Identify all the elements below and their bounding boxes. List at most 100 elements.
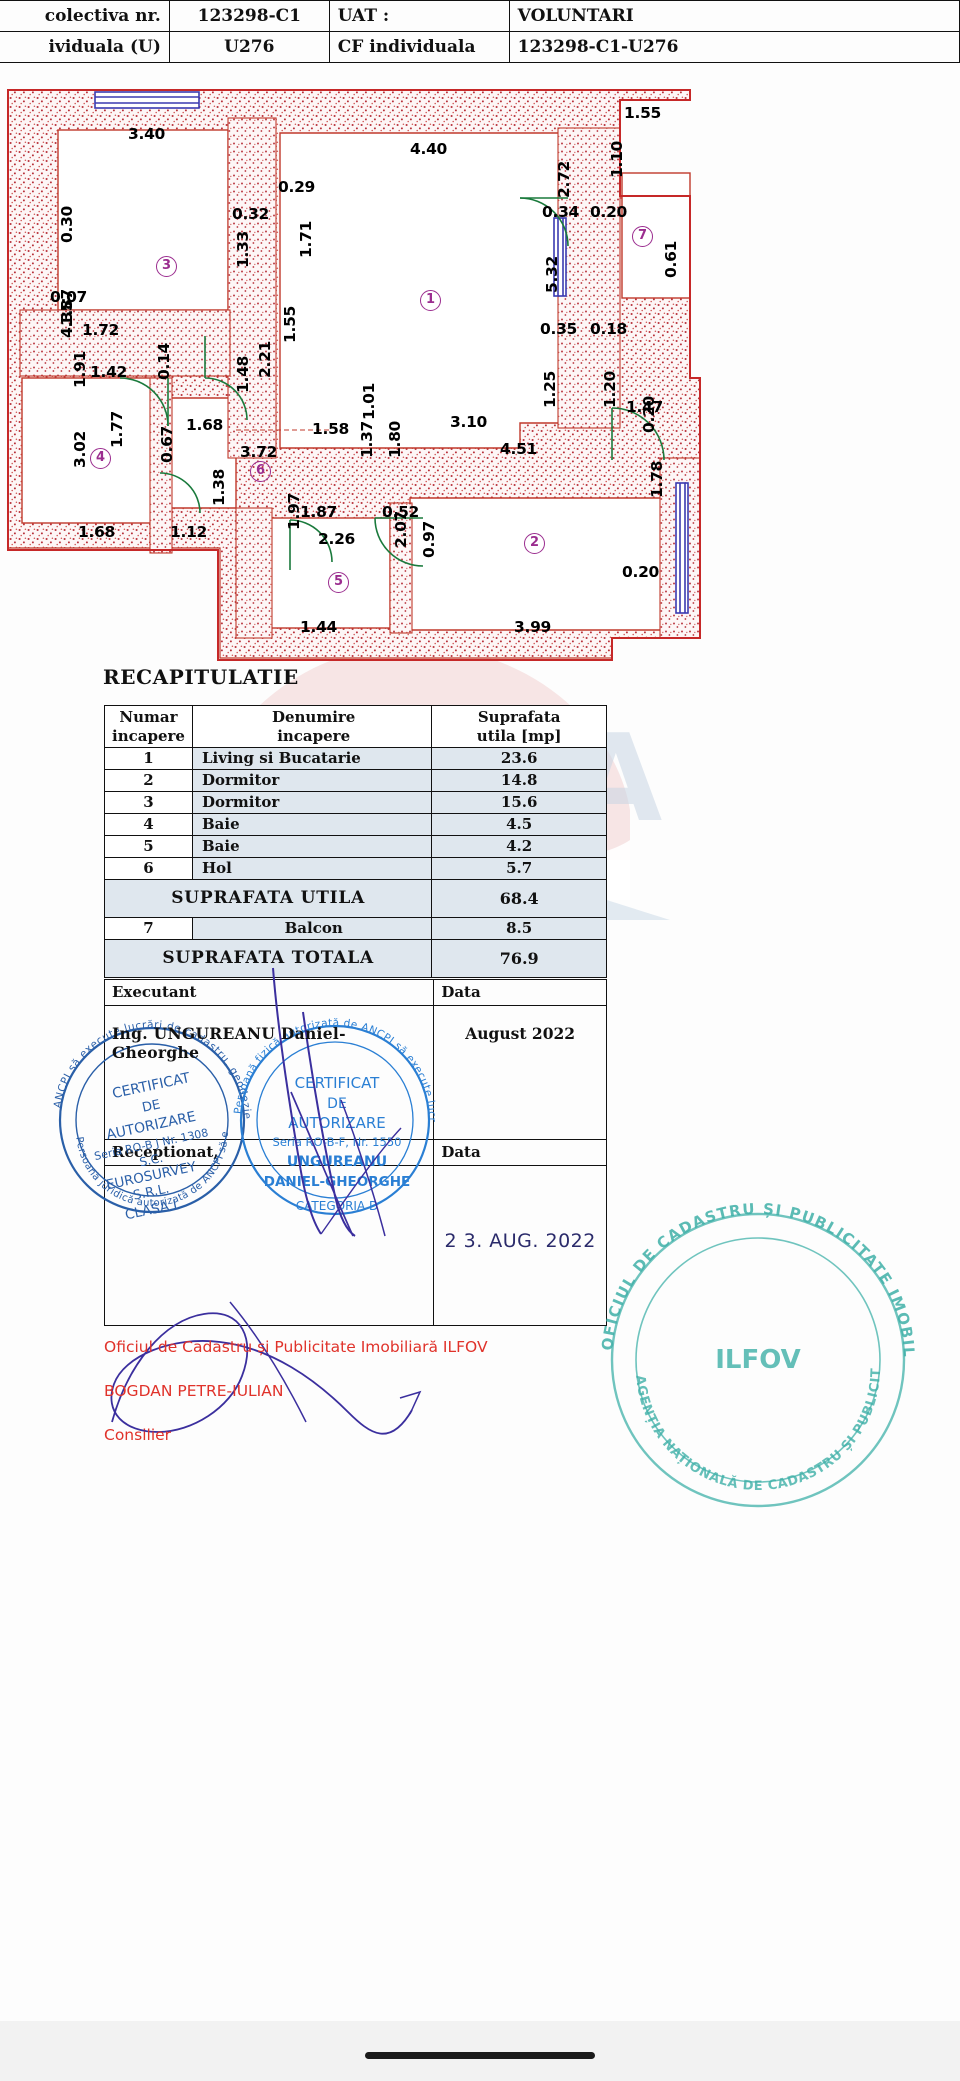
- header-cell-cf-colectiva-label: colectiva nr.: [0, 0, 170, 32]
- dim-1-77: 0.67: [158, 425, 176, 463]
- row-2-name: Dormitor: [191, 769, 433, 792]
- row-4-num: 4: [104, 813, 193, 836]
- dim-2-21: 5.32: [543, 255, 561, 293]
- row-5-name: Baie: [191, 835, 433, 858]
- dim-1-91: 1.48: [234, 355, 252, 393]
- room-number-5: 5: [328, 572, 349, 593]
- row-3-num: 3: [104, 791, 193, 814]
- row-7-num: 7: [104, 917, 193, 940]
- col-header-suprafata-l1: Suprafata: [477, 707, 561, 726]
- data-label-1: Data: [433, 979, 607, 1006]
- door-swing-room5b: [289, 519, 333, 563]
- dim-1-55: 1.25: [541, 370, 559, 408]
- table-row: 6 Hol 5.7: [104, 857, 607, 880]
- door-swing-room2: [611, 407, 665, 461]
- executant-label: Executant: [103, 979, 435, 1006]
- row-1-name: Living si Bucatarie: [191, 747, 433, 770]
- dim-1-97: 2.07: [392, 510, 410, 548]
- door-swing-balcony: [519, 197, 569, 247]
- receptionat-date: 2 3. AUG. 2022: [444, 1230, 596, 1252]
- door-swing-room4: [119, 377, 169, 427]
- stamp-teal-l3: ILFOV: [715, 1345, 801, 1375]
- dim-1-87: 2.21: [256, 340, 274, 378]
- table-row: ividuala (U) U276 CF individuala 123298-…: [0, 31, 960, 63]
- dim-1-38: 1.37: [358, 420, 376, 458]
- executant-date: August 2022: [465, 1024, 576, 1043]
- dim-0-20-right: 0.20: [622, 563, 660, 581]
- header-table: colectiva nr. 123298-C1 UAT : VOLUNTARI …: [0, 0, 960, 63]
- row-1-area: 23.6: [431, 747, 607, 770]
- row-7-name: Balcon: [191, 917, 433, 940]
- dim-1-20: 1.91: [71, 350, 89, 388]
- table-row: 4 Baie 4.5: [104, 813, 607, 836]
- dim-1-68-mid: 1.68: [186, 416, 224, 434]
- dim-0-67: 0.20: [640, 395, 658, 433]
- table-row: 1 Living si Bucatarie 23.6: [104, 747, 607, 770]
- total-value: 76.9: [431, 939, 607, 978]
- dim-3-72: 3.72: [240, 443, 278, 461]
- dim-1-78: 1.97: [285, 492, 303, 530]
- dim-2-26: 2.26: [318, 530, 356, 548]
- door-swing-room3: [204, 377, 248, 421]
- door-swing-hall: [159, 472, 201, 514]
- stamp-teal-l1: OFICIUL DE CADASTRU ȘI PUBLICITATE IMOBI…: [588, 1190, 917, 1358]
- dim-2-07: 0.97: [420, 520, 438, 558]
- window-right-room1: [553, 217, 567, 297]
- row-5-area: 4.2: [431, 835, 607, 858]
- dim-1-47: 1.47: [626, 398, 664, 416]
- row-5-num: 5: [104, 835, 193, 858]
- window-right-room2: [675, 482, 689, 614]
- col-header-suprafata-l2: utila [mp]: [476, 726, 562, 745]
- home-indicator[interactable]: [365, 2052, 595, 2059]
- dim-1-58: 1.58: [312, 420, 350, 438]
- executant-body: Ing. UNGUREANU Daniel-Gheorghe: [103, 1005, 435, 1140]
- row-3-area: 15.6: [431, 791, 607, 814]
- dim-0-20-top: 0.20: [590, 203, 628, 221]
- dim-1-25: 1.20: [601, 370, 619, 408]
- header-cell-cf-individuala-label: CF individuala: [328, 31, 510, 63]
- door-swings: [119, 197, 665, 570]
- header-cell-individuala-value: U276: [168, 31, 330, 63]
- signature-table: Executant Data Ing. UNGUREANU Daniel-Ghe…: [103, 979, 607, 1326]
- table-header-row: Numar incapere Denumire incapere Suprafa…: [104, 705, 607, 748]
- table-row-total-utila: SUPRAFATA UTILA 68.4: [103, 879, 607, 918]
- data-label-2: Data: [433, 1139, 607, 1166]
- header-cell-uat-value: VOLUNTARI: [508, 0, 960, 32]
- table-row: 3 Dormitor 15.6: [104, 791, 607, 814]
- room-interiors: [21, 129, 691, 631]
- recapitulatie-title: RECAPITULATIE: [103, 665, 299, 689]
- table-row: colectiva nr. 123298-C1 UAT : VOLUNTARI: [0, 0, 960, 32]
- row-3-name: Dormitor: [191, 791, 433, 814]
- row-1-num: 1: [104, 747, 193, 770]
- stamp-teal-l2: AGENȚIA NAȚIONALĂ DE CADASTRU ȘI PUBLICI…: [588, 1190, 883, 1494]
- dim-4-40: 4.40: [410, 140, 448, 158]
- svg-text:AGENȚIA NAȚIONALĂ DE CADASTRU: AGENȚIA NAȚIONALĂ DE CADASTRU ȘI PUBLICI…: [588, 1190, 884, 1494]
- receptionat-office-text: Oficiul de Cadastru și Publicitate Imobi…: [104, 1338, 488, 1356]
- dim-0-34: 0.34: [542, 203, 580, 221]
- receptionat-person-text: BOGDAN PETRE-IULIAN: [104, 1382, 284, 1400]
- table-row: 2 3. AUG. 2022: [103, 1165, 607, 1326]
- room-number-7: 7: [632, 226, 653, 247]
- dim-1-87: 1.87: [300, 503, 338, 521]
- bottom-bar: [0, 2021, 960, 2081]
- row-6-area: 5.7: [431, 857, 607, 880]
- floor-plan-drawing: 1 2 3 4 5 6 7 1.55 3.40 4.40 0.29 0.32 0…: [0, 78, 724, 678]
- window-top: [94, 91, 200, 109]
- col-header-denumire-l1: Denumire: [271, 707, 356, 726]
- col-header-denumire: Denumire incapere: [191, 705, 433, 748]
- dim-3-02: 1.77: [108, 410, 126, 448]
- room-number-6: 6: [250, 461, 271, 482]
- table-row-balcon: 7 Balcon 8.5: [104, 917, 607, 940]
- dim-1-44: 1.44: [300, 618, 338, 636]
- receptionat-date-body: 2 3. AUG. 2022: [433, 1165, 607, 1326]
- header-cell-uat-label: UAT :: [328, 0, 510, 32]
- executant-date-body: August 2022: [433, 1005, 607, 1140]
- dim-1-42: 1.42: [90, 363, 128, 381]
- dim-0-30: 0.30: [58, 205, 76, 243]
- row-7-area: 8.5: [431, 917, 607, 940]
- dim-0-14: 1.01: [360, 382, 378, 420]
- total-utila-value: 68.4: [431, 879, 607, 918]
- total-utila-label: SUPRAFATA UTILA: [103, 879, 433, 918]
- outline-boundary: [7, 89, 701, 661]
